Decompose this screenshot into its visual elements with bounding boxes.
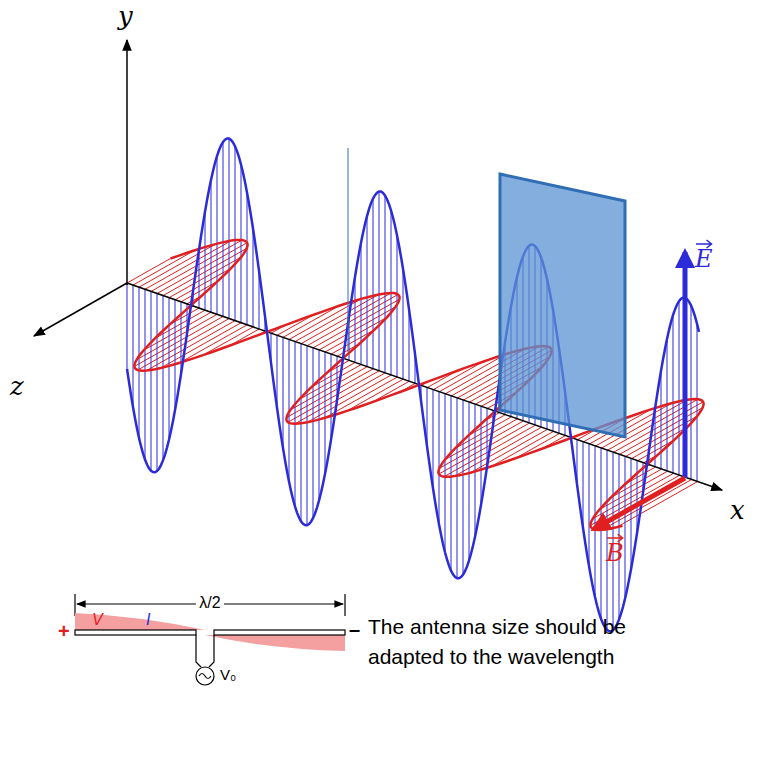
ac-source-symbol [199, 674, 211, 679]
polarity-sign: – [349, 618, 360, 640]
voltage-distribution [205, 635, 345, 651]
axis-label: z [10, 372, 24, 401]
e-field-wave [127, 139, 699, 632]
field-label: E [695, 246, 713, 272]
axis-label: x [730, 496, 745, 525]
feed-line [209, 635, 214, 667]
z-axis [34, 283, 127, 336]
b-vector-arrow [594, 478, 685, 529]
dimension-tick [344, 594, 345, 616]
ac-source-symbol [196, 667, 214, 685]
axis-label: y [118, 2, 133, 31]
wavefront-plane [500, 174, 625, 437]
y-axis [126, 40, 128, 285]
source-label: V₀ [220, 667, 236, 684]
dimension-tick [74, 594, 75, 616]
e-vector-arrow [683, 252, 688, 478]
field-label: B [606, 540, 624, 566]
dipole-rod [75, 630, 196, 635]
dimension-label: λ/2 [196, 594, 223, 612]
note-text: The antenna size should be adapted to th… [368, 612, 668, 672]
feed-line [196, 635, 201, 667]
dipole-rod [214, 630, 345, 635]
x-axis [127, 283, 722, 490]
signal-name: I [146, 611, 150, 629]
marker-line [348, 148, 349, 352]
e-field-hatch [127, 139, 697, 631]
polarity-sign: + [58, 620, 70, 642]
signal-name: V [92, 611, 103, 629]
